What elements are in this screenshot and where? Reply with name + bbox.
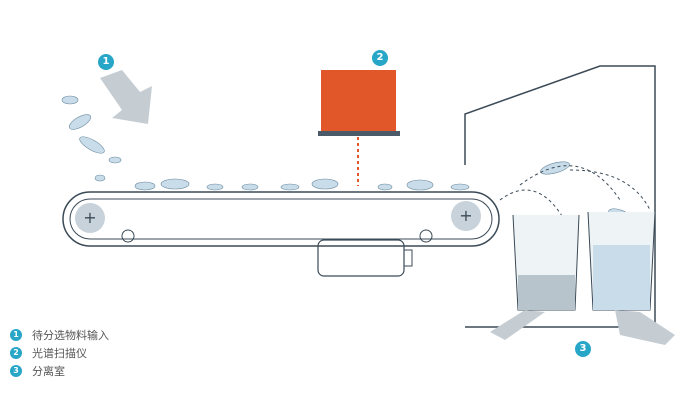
legend-label: 待分选物料输入 bbox=[32, 329, 109, 342]
legend-item: 2 光谱扫描仪 bbox=[10, 344, 109, 362]
svg-text:+: + bbox=[459, 206, 472, 225]
scanner-bar bbox=[318, 131, 400, 136]
legend-badge: 3 bbox=[10, 365, 22, 377]
materials bbox=[61, 95, 632, 222]
spectral-scanner bbox=[321, 70, 396, 132]
badge-1: 1 bbox=[98, 54, 114, 70]
pulley-right bbox=[451, 201, 481, 231]
pulley-left bbox=[75, 203, 105, 233]
input-arrow bbox=[100, 70, 152, 124]
legend-label: 光谱扫描仪 bbox=[32, 347, 87, 360]
conveyor-belt bbox=[62, 191, 500, 247]
legend-item: 3 分离室 bbox=[10, 362, 109, 380]
output-arrow-left bbox=[490, 310, 545, 340]
svg-text:+: + bbox=[83, 208, 96, 227]
legend-badge: 1 bbox=[10, 329, 22, 341]
legend: 1 待分选物料输入 2 光谱扫描仪 3 分离室 bbox=[10, 326, 109, 380]
legend-label: 分离室 bbox=[32, 365, 65, 378]
badge-2: 2 bbox=[372, 50, 388, 66]
output-arrow-right bbox=[615, 310, 675, 345]
legend-badge: 2 bbox=[10, 347, 22, 359]
badge-3: 3 bbox=[575, 341, 591, 357]
legend-item: 1 待分选物料输入 bbox=[10, 326, 109, 344]
